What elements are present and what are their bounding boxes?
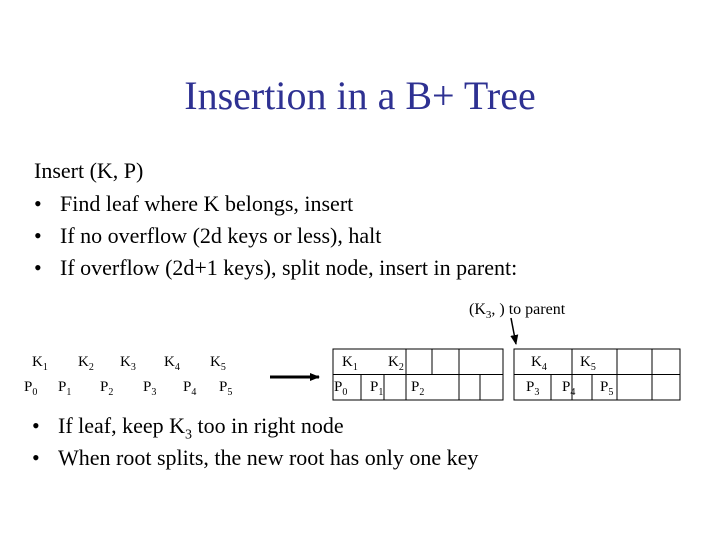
- overflow-node: K1 K2 K3 K4 K5 P0 P1 P2 P3 P4 P5: [24, 354, 232, 398]
- key-label: K5: [580, 354, 596, 373]
- pointer-label: P4: [183, 379, 196, 398]
- pointer-label: P4: [562, 379, 575, 398]
- step-text: If overflow (2d+1 keys), split node, ins…: [60, 255, 518, 280]
- pointer-label: P1: [58, 379, 71, 398]
- key-label: K2: [78, 354, 94, 373]
- note-root-split: • When root splits, the new root has only…: [32, 445, 478, 471]
- step-no-overflow: • If no overflow (2d keys or less), halt: [34, 223, 381, 249]
- pointer-label: P0: [334, 379, 347, 398]
- pointer-label: P5: [600, 379, 613, 398]
- slide-title: Insertion in a B+ Tree: [184, 73, 536, 118]
- key-label: K1: [32, 354, 48, 373]
- key-label: K1: [342, 354, 358, 373]
- right-node: K4 K5 P3 P4 P5: [513, 348, 681, 401]
- bullet: •: [34, 223, 42, 248]
- parent-note: (K3, ) to parent: [469, 301, 566, 321]
- bullet: •: [32, 445, 40, 470]
- pointer-label: P0: [24, 379, 37, 398]
- pointer-label: P2: [100, 379, 113, 398]
- to-parent-arrow: [510, 317, 519, 345]
- insert-heading: Insert (K, P): [34, 158, 144, 183]
- note-subscript: 3: [185, 427, 193, 443]
- left-node: K1 K2 P0 P1 P2: [332, 348, 504, 401]
- note-leaf-keep: • If leaf, keep K3 too in right node: [32, 413, 344, 443]
- pointer-label: P3: [526, 379, 539, 398]
- note-text-end: too in right node: [192, 413, 344, 438]
- step-text: If no overflow (2d keys or less), halt: [60, 223, 382, 248]
- key-label: K3: [120, 354, 136, 373]
- key-label: K2: [388, 354, 404, 373]
- pointer-label: P3: [143, 379, 156, 398]
- bullet: •: [34, 191, 42, 216]
- step-find-leaf: • Find leaf where K belongs, insert: [34, 191, 353, 217]
- pointer-label: P1: [370, 379, 383, 398]
- key-label: K5: [210, 354, 226, 373]
- pointer-label: P5: [219, 379, 232, 398]
- bullet: •: [34, 255, 42, 280]
- note-text: If leaf, keep K: [58, 413, 186, 438]
- step-overflow: • If overflow (2d+1 keys), split node, in…: [34, 255, 517, 281]
- key-label: K4: [164, 354, 180, 373]
- key-label: K4: [531, 354, 547, 373]
- pointer-label: P2: [411, 379, 424, 398]
- step-text: Find leaf where K belongs, insert: [60, 191, 354, 216]
- bullet: •: [32, 413, 40, 438]
- note-text: When root splits, the new root has only …: [58, 445, 479, 470]
